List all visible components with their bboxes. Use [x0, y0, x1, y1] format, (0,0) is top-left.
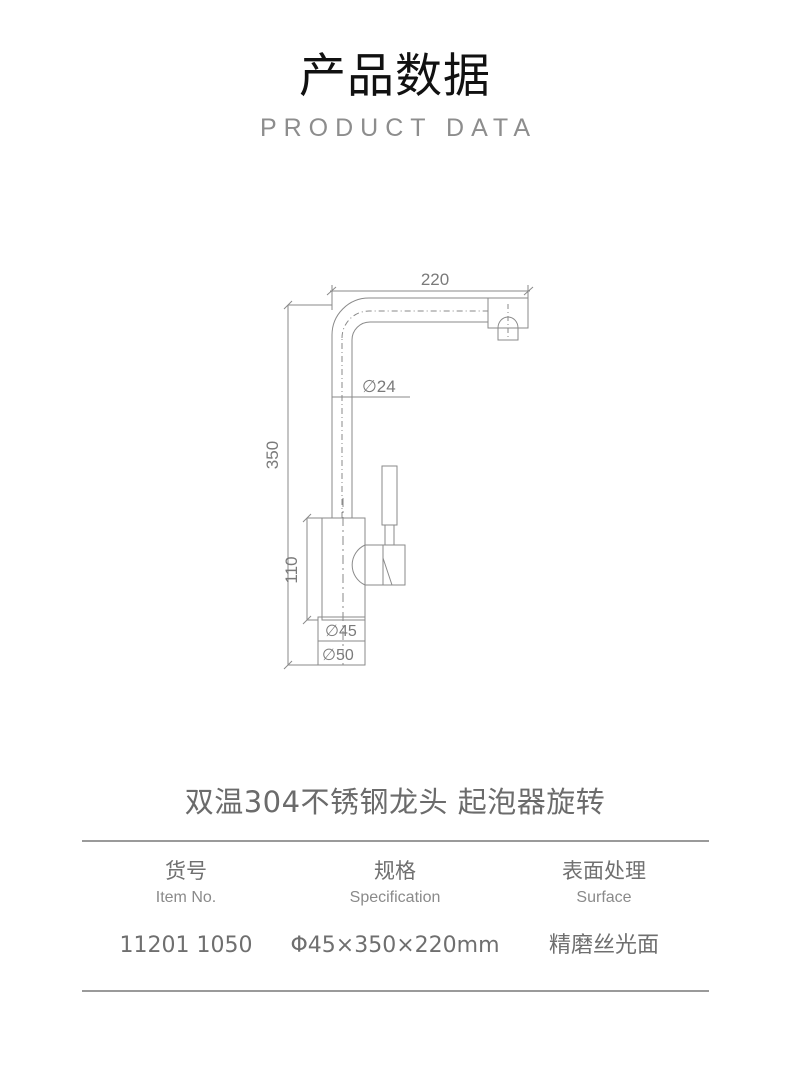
spec-column-item-no: 货号 Item No.	[82, 856, 291, 910]
spec-table-row: 11201 1050 Φ45×350×220mm 精磨丝光面	[82, 910, 709, 990]
spec-column-surface: 表面处理 Surface	[500, 856, 709, 910]
dimension-label-base-inner: ∅45	[325, 623, 357, 640]
column-header-en: Surface	[576, 889, 632, 906]
dimension-label-height: 350	[263, 441, 282, 469]
column-header-en: Item No.	[155, 889, 217, 906]
value-item-no: 11201 1050	[119, 933, 253, 958]
dimension-label-spout-diameter: ∅24	[362, 377, 396, 396]
dimension-label-width: 220	[421, 270, 449, 289]
column-header-en: Specification	[349, 889, 441, 906]
divider-top	[81, 840, 709, 842]
spec-table-header: 货号 Item No. 规格 Specification 表面处理 Surfac…	[82, 842, 709, 910]
product-name: 双温304不锈钢龙头 起泡器旋转	[184, 785, 606, 819]
column-header-cn: 规格	[374, 859, 416, 883]
page-title: 产品数据	[299, 49, 491, 104]
value-specification: Φ45×350×220mm	[290, 933, 500, 958]
column-header-cn: 货号	[165, 859, 207, 883]
spec-column-specification: 规格 Specification	[291, 856, 500, 910]
column-header-cn: 表面处理	[562, 859, 646, 883]
page-header: 产品数据 PRODUCT DATA	[0, 48, 790, 144]
value-surface: 精磨丝光面	[549, 933, 660, 958]
faucet-technical-drawing: 220 350 110 ∅24 ∅45 ∅50	[0, 240, 790, 710]
product-info-block: 双温304不锈钢龙头 起泡器旋转 货号 Item No. 规格 Specific…	[0, 780, 790, 992]
page-subtitle: PRODUCT DATA	[259, 114, 538, 142]
dimension-label-base-outer: ∅50	[322, 647, 354, 664]
divider-bottom	[81, 990, 709, 992]
dimension-label-body-height: 110	[282, 556, 301, 583]
